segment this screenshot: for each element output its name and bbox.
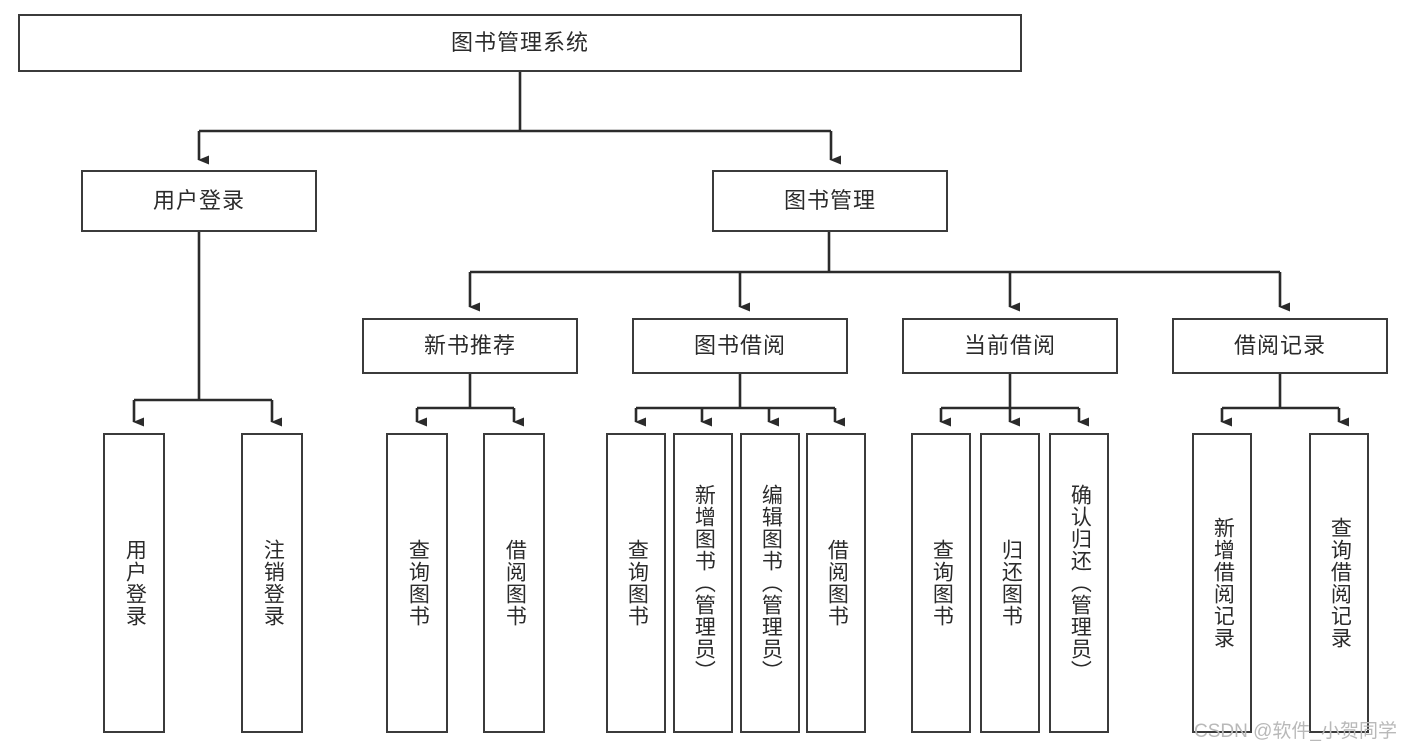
node-leaf-query-book-2[interactable]: 查询图书: [606, 433, 666, 733]
node-leaf-user-logout[interactable]: 注销登录: [241, 433, 303, 733]
node-label: 查询借阅记录: [1328, 517, 1352, 649]
node-label: 归还图书: [999, 539, 1023, 627]
node-leaf-query-record[interactable]: 查询借阅记录: [1309, 433, 1369, 733]
node-label: 查询图书: [406, 539, 430, 627]
node-current-borrow[interactable]: 当前借阅: [902, 318, 1118, 374]
node-leaf-user-login[interactable]: 用户登录: [103, 433, 165, 733]
node-borrow-record[interactable]: 借阅记录: [1172, 318, 1388, 374]
node-label: 确认归还（管理员）: [1068, 484, 1092, 682]
node-label: 新增图书（管理员）: [692, 484, 716, 682]
node-leaf-add-book[interactable]: 新增图书（管理员）: [673, 433, 733, 733]
node-root-book-management-system[interactable]: 图书管理系统: [18, 14, 1022, 72]
node-label: 新增借阅记录: [1211, 517, 1235, 649]
node-label: 用户登录: [152, 187, 245, 213]
node-label: 注销登录: [261, 539, 285, 627]
node-label: 新书推荐: [423, 332, 516, 358]
node-leaf-query-book-1[interactable]: 查询图书: [386, 433, 448, 733]
node-leaf-edit-book[interactable]: 编辑图书（管理员）: [740, 433, 800, 733]
node-label: 查询图书: [930, 539, 954, 627]
node-label: 图书借阅: [693, 332, 786, 358]
node-label: 借阅图书: [825, 539, 849, 627]
node-label: 当前借阅: [963, 332, 1056, 358]
node-label: 查询图书: [625, 539, 649, 627]
node-leaf-query-book-3[interactable]: 查询图书: [911, 433, 971, 733]
node-leaf-confirm-return[interactable]: 确认归还（管理员）: [1049, 433, 1109, 733]
node-leaf-borrow-book-2[interactable]: 借阅图书: [806, 433, 866, 733]
node-new-book-recommend[interactable]: 新书推荐: [362, 318, 578, 374]
node-label: 编辑图书（管理员）: [759, 484, 783, 682]
node-leaf-add-record[interactable]: 新增借阅记录: [1192, 433, 1252, 733]
node-label: 借阅记录: [1233, 332, 1326, 358]
watermark-text: CSDN @软件_小贺同学: [1194, 721, 1397, 742]
node-book-manage[interactable]: 图书管理: [712, 170, 948, 232]
node-label: 图书管理: [783, 187, 876, 213]
node-label: 借阅图书: [503, 539, 527, 627]
node-user-login[interactable]: 用户登录: [81, 170, 317, 232]
node-leaf-borrow-book-1[interactable]: 借阅图书: [483, 433, 545, 733]
node-label: 图书管理系统: [450, 29, 589, 55]
node-label: 用户登录: [123, 539, 147, 627]
node-book-borrow[interactable]: 图书借阅: [632, 318, 848, 374]
node-leaf-return-book[interactable]: 归还图书: [980, 433, 1040, 733]
